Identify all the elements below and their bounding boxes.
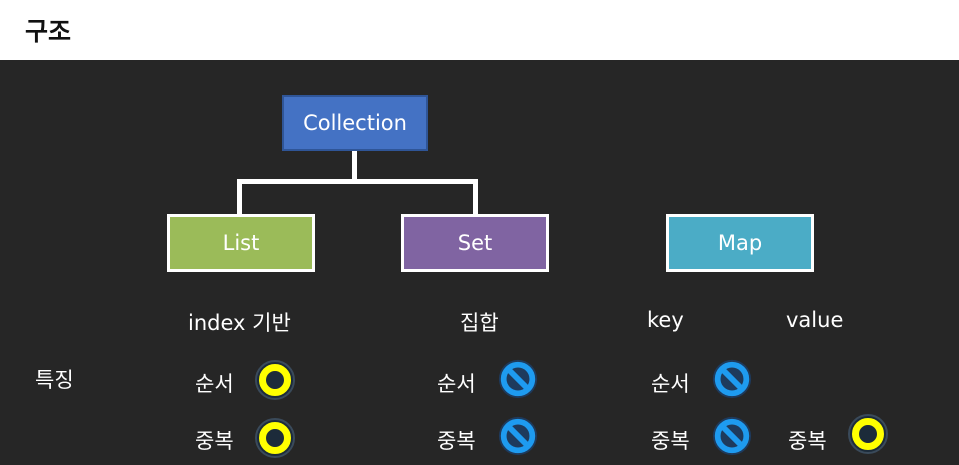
page-title: 구조 — [25, 17, 72, 46]
circle-yes-icon — [255, 360, 295, 400]
map-value-duplicate-label: 중복 — [788, 429, 827, 453]
set-box: Set — [401, 214, 549, 272]
list-box: List — [167, 214, 315, 272]
connector-horizontal — [237, 179, 478, 184]
map-key-label: key — [647, 308, 684, 332]
prohibited-icon — [712, 416, 752, 456]
diagram-panel: Collection List Set Map index 기반 집합 key … — [0, 60, 959, 465]
set-description: 집합 — [460, 311, 499, 335]
prohibited-icon — [712, 359, 752, 399]
map-key-duplicate-label: 중복 — [651, 429, 690, 453]
circle-yes-icon — [255, 418, 295, 458]
list-description: index 기반 — [188, 311, 291, 335]
list-order-label: 순서 — [195, 372, 234, 396]
circle-yes-icon — [848, 414, 888, 454]
connector-set-stem — [473, 179, 478, 215]
connector-list-stem — [237, 179, 242, 215]
prohibited-icon — [498, 416, 538, 456]
connector-root-stem — [352, 148, 357, 181]
header: 구조 — [0, 0, 959, 60]
set-order-label: 순서 — [437, 372, 476, 396]
collection-box: Collection — [282, 95, 428, 151]
prohibited-icon — [498, 359, 538, 399]
map-value-label: value — [786, 308, 844, 332]
list-duplicate-label: 중복 — [195, 429, 234, 453]
map-box: Map — [666, 214, 814, 272]
map-key-order-label: 순서 — [651, 372, 690, 396]
features-label: 특징 — [35, 368, 74, 392]
set-duplicate-label: 중복 — [437, 429, 476, 453]
